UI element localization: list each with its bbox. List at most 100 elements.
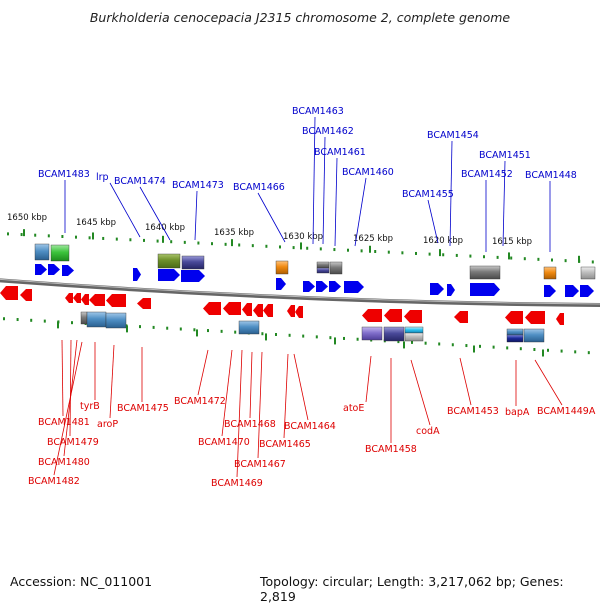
label-leader [312, 116, 316, 245]
feature-box [361, 326, 383, 341]
kbp-label: 1630 kbp [283, 232, 323, 242]
feature-box [157, 253, 181, 269]
forward-gene-arrow [62, 265, 74, 276]
label-leader [534, 359, 563, 406]
forward-gene-arrow [329, 281, 341, 292]
gene-features [0, 243, 596, 343]
feature-box [86, 311, 107, 328]
label-leader [449, 140, 453, 247]
chromosome-backbone-highlight [0, 278, 600, 305]
label-leader [322, 136, 326, 245]
forward-gene-arrow [580, 285, 594, 297]
label-leader [194, 190, 198, 241]
gene-label: codA [416, 426, 440, 437]
inner-tick-ring [3, 317, 590, 357]
forward-gene-arrow [133, 268, 141, 281]
reverse-gene-arrow [295, 306, 303, 318]
reverse-gene-arrow [89, 294, 105, 306]
feature-box [506, 334, 524, 343]
feature-box [543, 266, 557, 280]
label-leader [334, 157, 338, 247]
gene-label: BCAM1455 [402, 189, 454, 200]
label-leader [410, 359, 431, 426]
label-leader [293, 353, 309, 421]
label-leader [257, 192, 286, 243]
gene-label: BCAM1475 [117, 403, 169, 414]
label-leader [109, 344, 115, 419]
forward-gene-arrow [181, 270, 205, 282]
gene-label: atoE [343, 403, 364, 414]
gene-label: BCAM1461 [314, 147, 366, 158]
label-leader [109, 182, 141, 238]
label-leader [354, 177, 367, 247]
feature-box [238, 320, 260, 335]
accession-text: Accession: NC_011001 [10, 574, 153, 589]
reverse-gene-arrow [73, 293, 81, 303]
forward-gene-arrow [565, 285, 579, 297]
kbp-label: 1615 kbp [492, 237, 532, 247]
reverse-gene-arrow [203, 302, 221, 315]
reverse-gene-arrow [242, 303, 252, 316]
gene-label: BCAM1453 [447, 406, 499, 417]
label-leader-lines [53, 116, 563, 478]
label-leader [139, 186, 171, 241]
gene-label: BCAM1458 [365, 444, 417, 455]
forward-gene-arrow [344, 281, 364, 293]
forward-gene-arrow [276, 278, 286, 290]
gene-label: BCAM1465 [259, 439, 311, 450]
label-leader [257, 351, 263, 459]
gene-label: BCAM1469 [211, 478, 263, 489]
gene-label: BCAM1473 [172, 180, 224, 191]
reverse-gene-arrow [106, 294, 126, 307]
feature-box [80, 311, 88, 325]
label-leader [236, 349, 243, 478]
forward-gene-arrow [316, 281, 328, 292]
reverse-gene-arrow [0, 286, 18, 300]
kbp-label: 1650 kbp [7, 213, 47, 223]
reverse-gene-arrow [253, 304, 263, 317]
forward-gene-arrow [470, 283, 500, 296]
label-leader [502, 160, 506, 247]
forward-gene-arrow [544, 285, 556, 297]
feature-box [316, 261, 330, 269]
gene-label: BCAM1467 [234, 459, 286, 470]
feature-box [50, 244, 70, 262]
forward-gene-arrow [447, 284, 455, 296]
gene-label: BCAM1472 [174, 396, 226, 407]
label-leader [69, 339, 72, 437]
reverse-gene-arrow [137, 298, 151, 309]
chromosome-backbone [0, 278, 600, 307]
label-leader [61, 339, 64, 417]
kbp-label: 1645 kbp [76, 218, 116, 228]
label-leader [221, 349, 233, 437]
gene-label: BCAM1464 [284, 421, 336, 432]
reverse-gene-arrow [81, 294, 89, 305]
feature-box [275, 260, 289, 275]
feature-box [523, 328, 545, 343]
gene-label: BCAM1452 [461, 169, 513, 180]
gene-label: BCAM1482 [28, 476, 80, 487]
gene-label: BCAM1460 [342, 167, 394, 178]
feature-box [506, 328, 524, 336]
forward-gene-arrow [48, 264, 60, 275]
feature-box [469, 265, 501, 280]
feature-box [181, 255, 205, 270]
label-leader [249, 351, 253, 419]
gene-label: BCAM1466 [233, 182, 285, 193]
gene-label: BCAM1449A [537, 406, 596, 417]
label-leader [459, 357, 472, 406]
gene-label: BCAM1448 [525, 170, 577, 181]
feature-box [383, 326, 405, 342]
feature-box [316, 267, 330, 274]
reverse-gene-arrow [505, 311, 523, 324]
feature-box [329, 261, 343, 275]
forward-gene-arrow [35, 264, 47, 275]
kbp-label: 1620 kbp [423, 236, 463, 246]
kbp-label: 1635 kbp [214, 228, 254, 238]
gene-label: BCAM1463 [292, 106, 344, 117]
gene-label: BCAM1483 [38, 169, 90, 180]
label-leader [427, 199, 439, 244]
feature-box [404, 326, 424, 334]
